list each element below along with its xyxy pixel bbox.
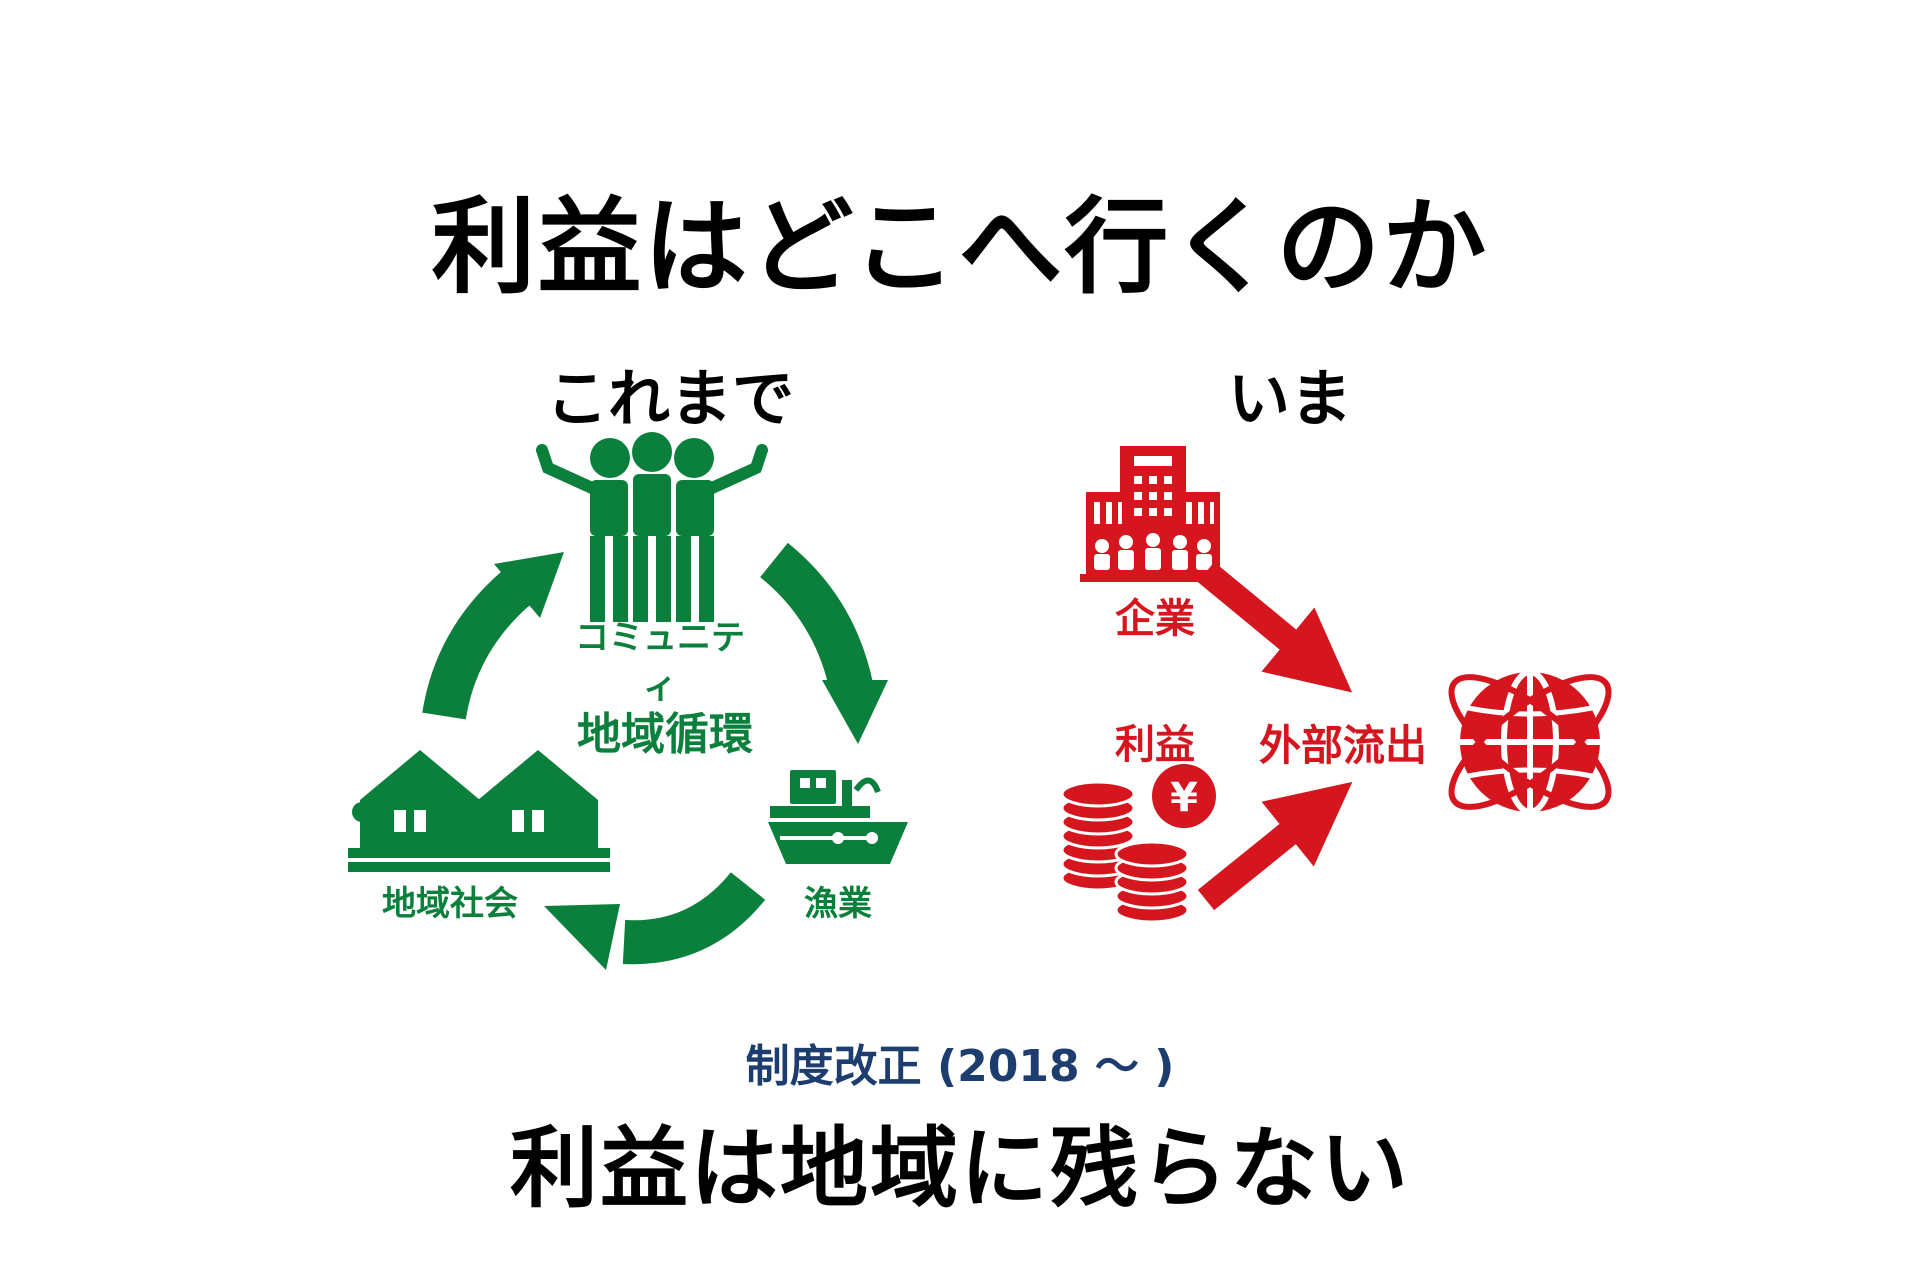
arrow-company-to-outflow xyxy=(1197,561,1353,693)
outflow-label: 外部流出 xyxy=(1258,721,1427,770)
globe-icon xyxy=(1448,669,1612,815)
yen-symbol: ¥ xyxy=(1170,775,1198,821)
houses-icon xyxy=(348,750,610,872)
arrow-profit-to-outflow xyxy=(1197,781,1353,911)
community-icon xyxy=(536,432,768,622)
community-label: コミュニティ xyxy=(575,618,745,707)
fishery-label: 漁業 xyxy=(804,884,872,924)
fishing-boat-icon xyxy=(768,770,908,864)
heading-now: いま xyxy=(1227,362,1352,435)
cycle-center-label: 地域循環 xyxy=(577,709,753,760)
society-label: 地域社会 xyxy=(382,884,518,924)
yen-coin-icon xyxy=(1152,764,1216,828)
cycle-arrow-to-fishery xyxy=(759,542,888,744)
coins-icon xyxy=(1060,764,1216,924)
profit-label: 利益 xyxy=(1115,722,1195,768)
cycle-arrow-to-community xyxy=(422,552,564,720)
reform-label: 制度改正 (2018 ～ ) xyxy=(745,1041,1175,1092)
cycle-arrow-to-society xyxy=(544,871,766,970)
company-building-icon xyxy=(1080,446,1226,582)
company-label: 企業 xyxy=(1115,596,1195,642)
conclusion-text: 利益は地域に残らない xyxy=(509,1117,1410,1220)
heading-before: これまで xyxy=(545,362,794,435)
page-title: 利益はどこへ行くのか xyxy=(431,186,1489,308)
